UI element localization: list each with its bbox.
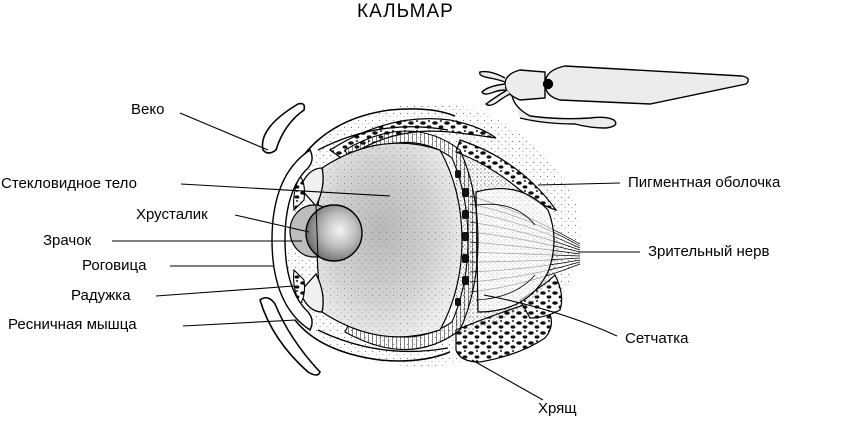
leader-lens xyxy=(234,214,310,233)
label-retina: Сетчатка xyxy=(625,330,689,347)
leader-iris xyxy=(155,285,295,297)
label-lens: Хрусталик xyxy=(136,206,208,223)
vitreous-body xyxy=(316,142,463,338)
label-pupil: Зрачок xyxy=(43,232,92,249)
squid-silhouette xyxy=(479,65,749,129)
diagram-title: КАЛЬМАР xyxy=(357,1,454,22)
leader-eyelid xyxy=(179,112,269,151)
lens xyxy=(289,204,363,262)
eyelid xyxy=(259,102,321,376)
leader-cartilage xyxy=(471,359,544,401)
leader-lines xyxy=(112,112,640,401)
iris xyxy=(299,167,324,313)
optic-ganglion xyxy=(475,187,555,313)
inner-capsule xyxy=(317,126,449,353)
cornea xyxy=(271,148,313,332)
label-eyelid: Веко xyxy=(131,101,165,118)
label-cartilage: Хрящ xyxy=(538,400,577,417)
label-iris: Радужка xyxy=(71,287,131,304)
leader-pigment xyxy=(537,182,621,186)
label-cornea: Роговица xyxy=(82,257,147,274)
label-optic-nerve: Зрительный нерв xyxy=(648,243,770,260)
label-ciliary-muscle: Ресничная мышца xyxy=(8,316,137,333)
leader-vitreous xyxy=(180,183,391,197)
retina-beads xyxy=(455,170,469,306)
leader-ciliary xyxy=(182,319,297,327)
label-vitreous-body: Стекловидное тело xyxy=(1,175,137,192)
leader-retina xyxy=(483,294,618,337)
label-pigment-layer: Пигментная оболочка xyxy=(628,174,781,191)
